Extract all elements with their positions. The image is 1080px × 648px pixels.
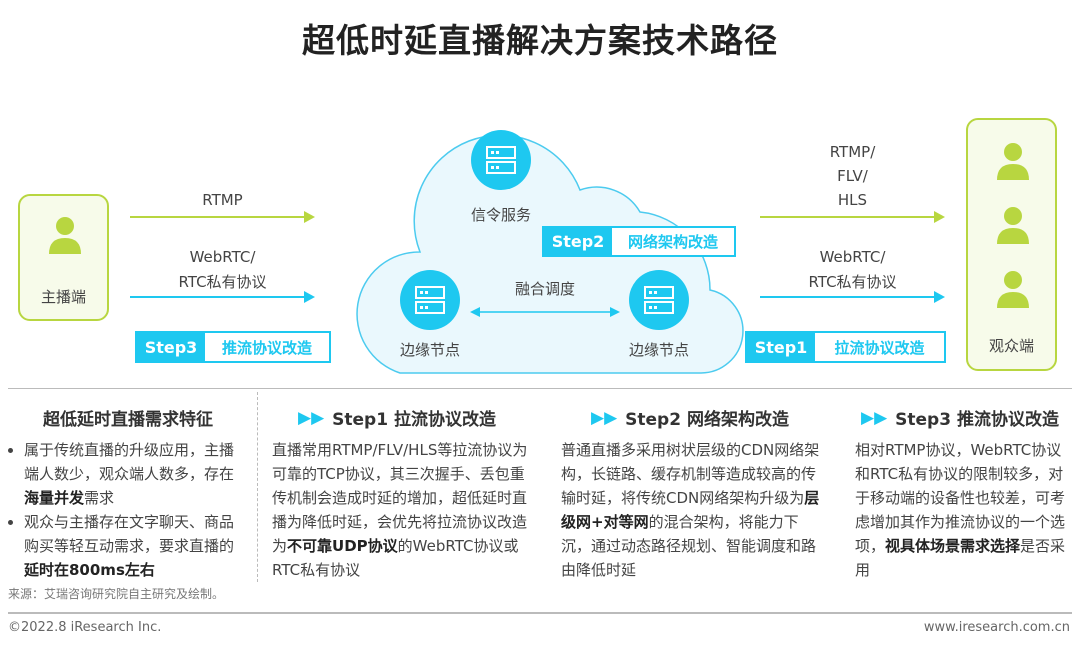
bidirectional-arrow-icon bbox=[470, 307, 620, 317]
double-chevron-icon: ▶▶ bbox=[591, 407, 618, 428]
step2-value: 网络架构改造 bbox=[627, 233, 718, 251]
double-chevron-icon: ▶▶ bbox=[298, 407, 325, 428]
step3-badge: Step3 推流协议改造 bbox=[135, 331, 331, 363]
step2-description: 普通直播多采用树状层级的CDN网络架构，长链路、缓存机制等造成较高的传输时延，将… bbox=[561, 438, 823, 582]
person-icon bbox=[997, 207, 1029, 244]
step2-badge: Step2 网络架构改造 bbox=[542, 226, 736, 257]
edge-node-right-icon bbox=[629, 270, 689, 330]
person-icon bbox=[997, 271, 1029, 308]
rtc-private-label: RTC私有协议 bbox=[178, 273, 267, 291]
flv-label: FLV/ bbox=[837, 167, 868, 185]
column-heading: 超低延时直播需求特征 bbox=[43, 410, 213, 430]
body-text: 是否采用 bbox=[855, 537, 1066, 579]
webrtc-label: WebRTC/ bbox=[189, 248, 256, 266]
page-title: 超低时延直播解决方案技术路径 bbox=[302, 21, 778, 60]
step1-value: 拉流协议改造 bbox=[834, 338, 925, 357]
emphasis-text: 不可靠UDP协议 bbox=[287, 537, 398, 555]
step1-key: Step1 bbox=[747, 333, 815, 361]
rtc-private-right-label: RTC私有协议 bbox=[808, 273, 897, 291]
column-step3: ▶▶ Step3 推流协议改造 相对RTMP协议，WebRTC协议和RTC私有协议… bbox=[855, 405, 1070, 582]
column-step2: ▶▶ Step2 网络架构改造 普通直播多采用树状层级的CDN网络架构，长链路、缓… bbox=[561, 405, 823, 582]
viewer-label: 观众端 bbox=[988, 337, 1034, 355]
section-divider bbox=[8, 388, 1072, 389]
body-text: 直播常用RTMP/FLV/HLS等拉流协议为可靠的TCP协议，其三次握手、丢包重… bbox=[272, 441, 528, 555]
rtmp-right-label: RTMP/ bbox=[829, 143, 876, 161]
column-requirements: 超低延时直播需求特征 属于传统直播的升级应用，主播端人数少，观众端人数多，存在海… bbox=[8, 405, 248, 582]
streamer-label: 主播端 bbox=[40, 288, 86, 306]
body-text: 普通直播多采用树状层级的CDN网络架构，长链路、缓存机制等造成较高的传输时延，将… bbox=[561, 441, 820, 507]
column-heading: Step3 推流协议改造 bbox=[895, 410, 1059, 430]
step3-value: 推流协议改造 bbox=[221, 338, 312, 357]
column-step1: ▶▶ Step1 拉流协议改造 直播常用RTMP/FLV/HLS等拉流协议为可靠的… bbox=[272, 405, 534, 582]
copyright: ©2022.8 iResearch Inc. bbox=[8, 620, 162, 635]
double-chevron-icon: ▶▶ bbox=[861, 407, 888, 428]
edge-node-right-label: 边缘节点 bbox=[628, 341, 689, 359]
step3-description: 相对RTMP协议，WebRTC协议和RTC私有协议的限制较多，对于移动端的设备性… bbox=[855, 438, 1070, 582]
edge-node-left-label: 边缘节点 bbox=[399, 341, 460, 359]
pull-webrtc-arrow bbox=[760, 291, 945, 303]
body-text: 属于传统直播的升级应用，主播端人数少，观众端人数多，存在 bbox=[24, 441, 235, 483]
rtmp-label: RTMP bbox=[202, 191, 243, 209]
step2-key: Step2 bbox=[544, 228, 612, 255]
emphasis-text: 海量并发 bbox=[24, 489, 85, 507]
edge-node-left-icon bbox=[400, 270, 460, 330]
source-note: 来源：艾瑞咨询研究院自主研究及绘制。 bbox=[8, 587, 225, 601]
signal-server-icon bbox=[471, 130, 531, 190]
body-text: 需求 bbox=[84, 489, 115, 507]
emphasis-text: 延时在800ms左右 bbox=[24, 561, 155, 579]
requirements-list: 属于传统直播的升级应用，主播端人数少，观众端人数多，存在海量并发需求观众与主播存… bbox=[8, 438, 248, 582]
webrtc-right-label: WebRTC/ bbox=[819, 248, 886, 266]
column-heading: Step2 网络架构改造 bbox=[625, 410, 789, 430]
footer-rule bbox=[8, 612, 1072, 614]
column-heading: Step1 拉流协议改造 bbox=[332, 410, 496, 430]
person-icon bbox=[997, 143, 1029, 180]
body-text: 相对RTMP协议，WebRTC协议和RTC私有协议的限制较多，对于移动端的设备性… bbox=[855, 441, 1066, 555]
body-text: 的混合架构，将能力下沉，通过动态路径规划、智能调度和路由降低时延 bbox=[561, 513, 817, 579]
push-rtmp-arrow bbox=[130, 211, 315, 223]
hls-label: HLS bbox=[837, 191, 868, 209]
step3-key: Step3 bbox=[137, 333, 205, 361]
step1-description: 直播常用RTMP/FLV/HLS等拉流协议为可靠的TCP协议，其三次握手、丢包重… bbox=[272, 438, 534, 582]
list-item: 观众与主播存在文字聊天、商品购买等轻互动需求，要求直播的延时在800ms左右 bbox=[24, 510, 248, 582]
push-webrtc-arrow bbox=[130, 291, 315, 303]
signal-service-label: 信令服务 bbox=[470, 206, 531, 224]
column-divider bbox=[257, 392, 258, 582]
pull-rtmp-arrow bbox=[760, 211, 945, 223]
emphasis-text: 视具体场景需求选择 bbox=[885, 537, 1021, 555]
emphasis-text: 层级网+对等网 bbox=[561, 489, 820, 531]
person-icon bbox=[49, 217, 81, 254]
viewer-box: 观众端 bbox=[966, 118, 1057, 371]
body-text: 观众与主播存在文字聊天、商品购买等轻互动需求，要求直播的 bbox=[24, 513, 235, 555]
streamer-box: 主播端 bbox=[18, 194, 109, 321]
schedule-label: 融合调度 bbox=[514, 280, 575, 298]
website-url: www.iresearch.com.cn bbox=[923, 620, 1070, 635]
step1-badge: Step1 拉流协议改造 bbox=[745, 331, 946, 363]
list-item: 属于传统直播的升级应用，主播端人数少，观众端人数多，存在海量并发需求 bbox=[24, 438, 248, 510]
body-text: 的WebRTC协议或RTC私有协议 bbox=[272, 537, 519, 579]
